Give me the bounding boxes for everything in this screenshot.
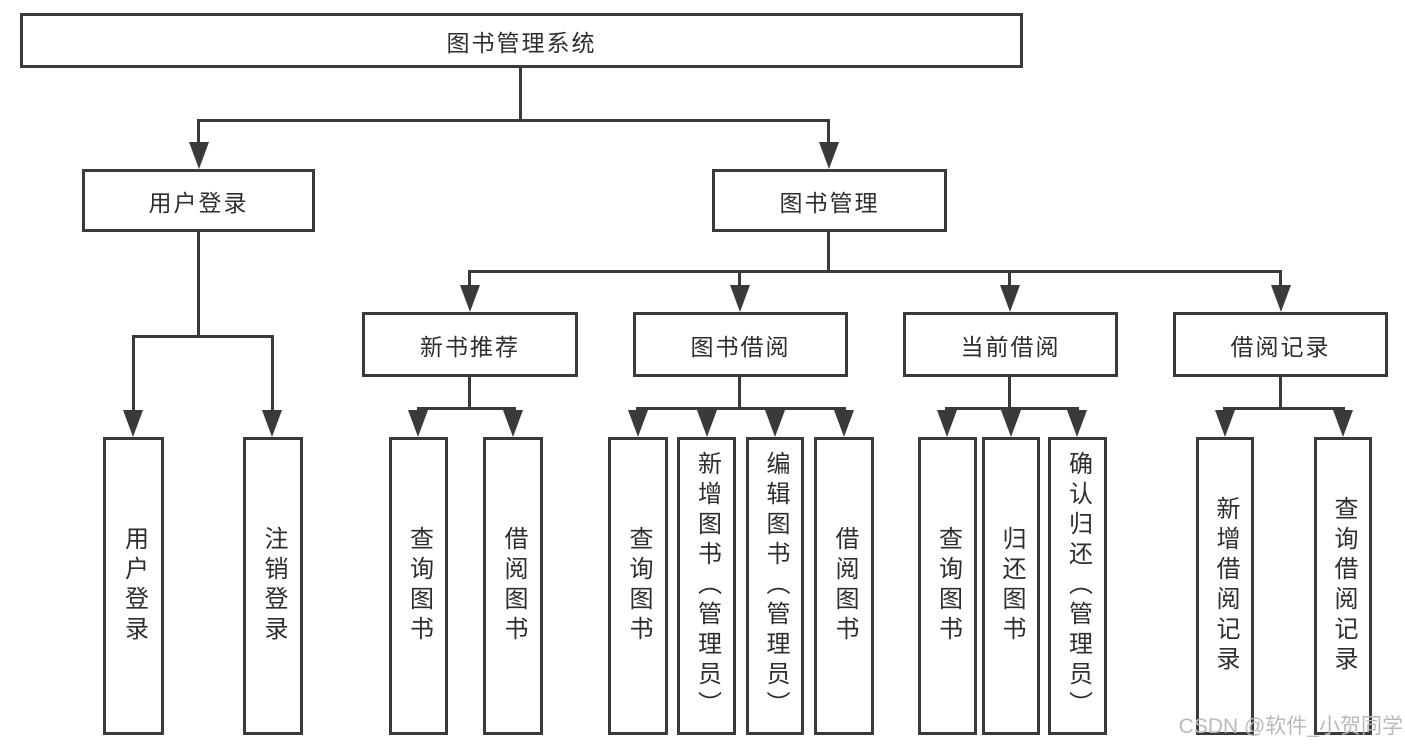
connector-vline bbox=[271, 335, 274, 413]
arrowhead-down bbox=[628, 410, 648, 437]
leaf-borrow-books-recommend-label: 借阅图书 bbox=[500, 526, 527, 646]
node-user-login-label: 用户登录 bbox=[148, 189, 249, 216]
connector-vline bbox=[1279, 270, 1282, 288]
node-book-management-label: 图书管理 bbox=[779, 189, 880, 216]
arrowhead-down bbox=[123, 410, 143, 437]
node-book-borrowing: 图书借阅 bbox=[633, 312, 848, 377]
arrowhead-down bbox=[765, 410, 785, 437]
node-borrowing-records: 借阅记录 bbox=[1173, 312, 1388, 377]
arrowhead-down bbox=[460, 285, 480, 312]
leaf-return-books-label: 归还图书 bbox=[998, 526, 1025, 646]
node-root: 图书管理系统 bbox=[20, 13, 1023, 68]
leaf-query-books-recommend-label: 查询图书 bbox=[405, 526, 433, 646]
leaf-add-books-admin-label: 新增图书（管理员） bbox=[693, 451, 721, 721]
arrowhead-down bbox=[819, 142, 839, 169]
arrowhead-down bbox=[503, 410, 523, 437]
leaf-query-books-current: 查询图书 bbox=[918, 437, 977, 735]
node-current-borrowing-label: 当前借阅 bbox=[960, 333, 1061, 360]
leaf-borrow-books-borrowing: 借阅图书 bbox=[814, 437, 874, 735]
connector-vline bbox=[827, 232, 830, 273]
arrowhead-down bbox=[262, 410, 282, 437]
arrowhead-down bbox=[730, 285, 750, 312]
csdn-watermark: CSDN @软件_小贺同学 bbox=[1178, 715, 1403, 738]
leaf-user-login-label: 用户登录 bbox=[120, 526, 148, 646]
arrowhead-down bbox=[697, 410, 717, 437]
connector-vline bbox=[132, 335, 135, 413]
connector-hline bbox=[417, 407, 516, 410]
leaf-edit-books-admin-label: 编辑图书（管理员） bbox=[762, 451, 789, 721]
connector-vline bbox=[738, 270, 741, 288]
leaf-borrow-books-borrowing-label: 借阅图书 bbox=[831, 526, 858, 646]
arrowhead-down bbox=[1000, 285, 1020, 312]
arrowhead-down bbox=[1215, 410, 1235, 437]
leaf-confirm-return-admin: 确认归还（管理员） bbox=[1048, 437, 1107, 735]
leaf-confirm-return-admin-label: 确认归还（管理员） bbox=[1064, 451, 1092, 721]
connector-vline bbox=[468, 377, 471, 410]
arrowhead-down bbox=[1001, 410, 1021, 437]
node-current-borrowing: 当前借阅 bbox=[903, 312, 1118, 377]
connector-hline bbox=[132, 335, 274, 338]
connector-hline bbox=[468, 270, 1282, 273]
leaf-query-books-current-label: 查询图书 bbox=[934, 526, 962, 646]
connector-vline bbox=[468, 270, 471, 288]
node-user-login: 用户登录 bbox=[82, 169, 315, 232]
leaf-return-books: 归还图书 bbox=[982, 437, 1040, 735]
arrowhead-down bbox=[937, 410, 957, 437]
arrowhead-down bbox=[1271, 285, 1291, 312]
connector-vline bbox=[197, 232, 200, 337]
connector-hline bbox=[636, 407, 846, 410]
leaf-query-borrow-record: 查询借阅记录 bbox=[1314, 437, 1372, 735]
leaf-add-borrow-record: 新增借阅记录 bbox=[1196, 437, 1254, 735]
leaf-query-books-borrowing: 查询图书 bbox=[608, 437, 668, 735]
connector-hline bbox=[197, 119, 830, 122]
leaf-user-login: 用户登录 bbox=[103, 437, 164, 735]
connector-vline bbox=[519, 65, 522, 122]
node-new-book-recommend: 新书推荐 bbox=[362, 312, 578, 377]
leaf-borrow-books-recommend: 借阅图书 bbox=[483, 437, 543, 735]
leaf-add-books-admin: 新增图书（管理员） bbox=[677, 437, 736, 735]
node-book-management: 图书管理 bbox=[712, 169, 947, 232]
leaf-query-borrow-record-label: 查询借阅记录 bbox=[1330, 496, 1357, 676]
arrowhead-down bbox=[1333, 410, 1353, 437]
arrowhead-down bbox=[408, 410, 428, 437]
connector-vline bbox=[1008, 377, 1011, 410]
node-borrowing-records-label: 借阅记录 bbox=[1230, 333, 1331, 360]
leaf-query-books-borrowing-label: 查询图书 bbox=[625, 526, 652, 646]
connector-hline bbox=[1223, 407, 1345, 410]
connector-hline bbox=[945, 407, 1079, 410]
leaf-add-borrow-record-label: 新增借阅记录 bbox=[1212, 496, 1239, 676]
arrowhead-down bbox=[189, 142, 209, 169]
leaf-logout-label: 注销登录 bbox=[260, 526, 287, 646]
node-book-borrowing-label: 图书借阅 bbox=[690, 333, 791, 360]
node-new-book-recommend-label: 新书推荐 bbox=[420, 333, 520, 360]
leaf-logout: 注销登录 bbox=[243, 437, 303, 735]
leaf-edit-books-admin: 编辑图书（管理员） bbox=[746, 437, 804, 735]
arrowhead-down bbox=[1067, 410, 1087, 437]
node-root-label: 图书管理系统 bbox=[446, 29, 597, 56]
leaf-query-books-recommend: 查询图书 bbox=[389, 437, 448, 735]
arrowhead-down bbox=[834, 410, 854, 437]
connector-vline bbox=[1279, 377, 1282, 410]
connector-vline bbox=[197, 119, 200, 146]
connector-vline bbox=[1008, 270, 1011, 288]
connector-vline bbox=[738, 377, 741, 410]
connector-vline bbox=[827, 119, 830, 146]
